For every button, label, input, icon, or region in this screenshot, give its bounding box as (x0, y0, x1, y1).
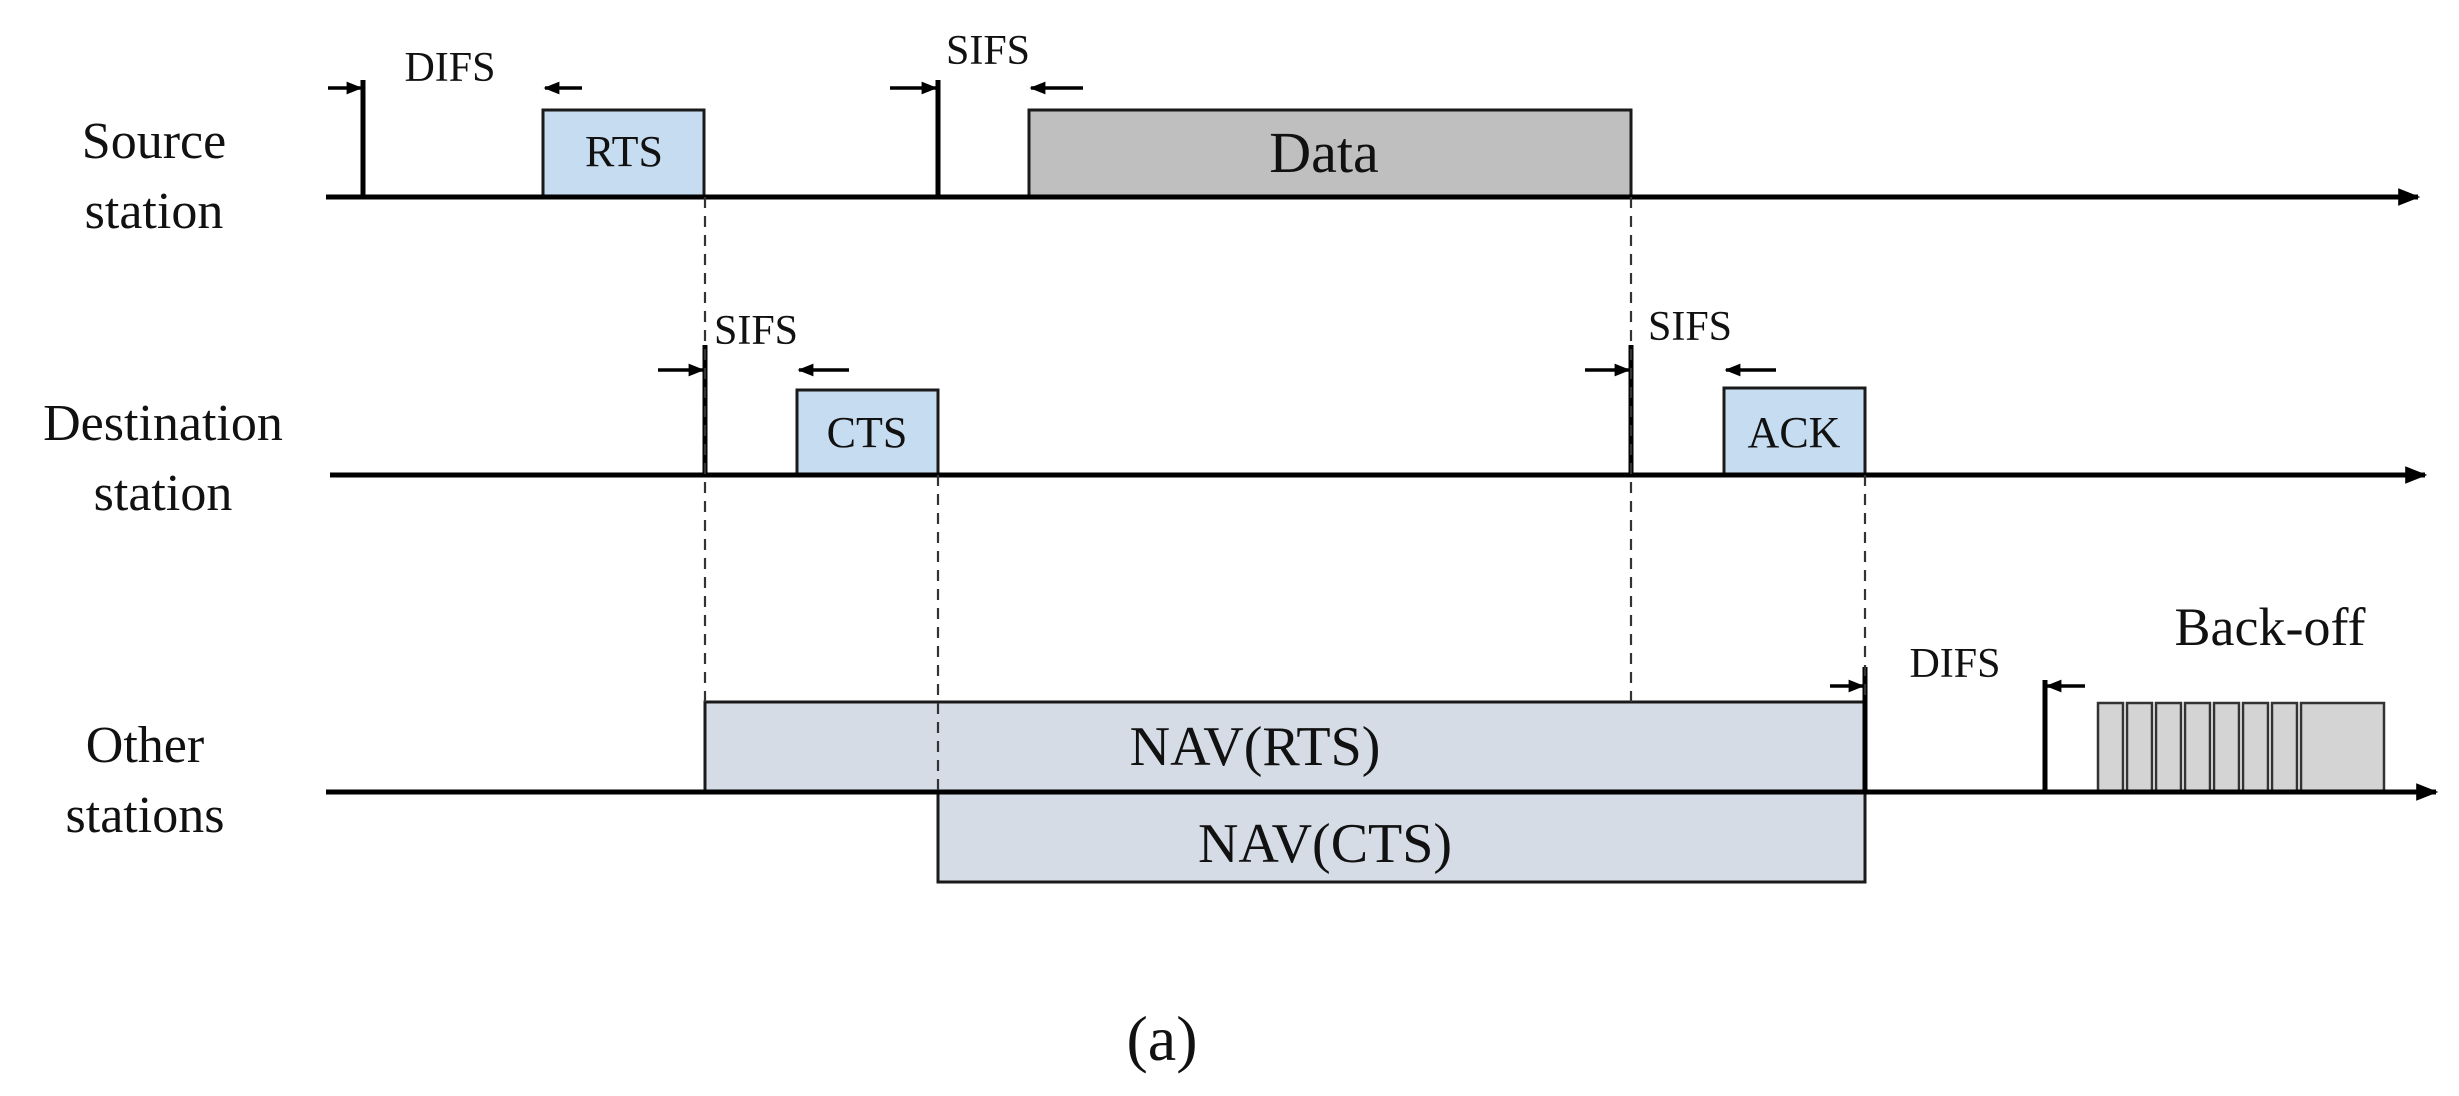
rts-frame (541, 108, 706, 199)
backoff-slot (2183, 701, 2212, 793)
sifs-cts-label: SIFS (714, 308, 798, 354)
sifs-source-label: SIFS (946, 28, 1030, 74)
source-station-label-line1: Source (82, 113, 226, 170)
cts-frame-label: CTS (827, 408, 908, 457)
nav-cts-bar (936, 789, 1867, 884)
figure-caption: (a) (1126, 1003, 1197, 1074)
rts-frame-label: RTS (585, 127, 663, 176)
backoff-label: Back-off (2175, 597, 2366, 657)
backoff-slot (2125, 701, 2154, 793)
difs-source-label: DIFS (404, 45, 495, 91)
difs-other-label: DIFS (1909, 641, 2000, 687)
ack-frame (1722, 386, 1867, 477)
source-station-label-line2: station (85, 183, 224, 240)
other-stations-label-line2: stations (66, 787, 225, 844)
backoff-slot (2241, 701, 2270, 793)
backoff-slot (2299, 701, 2386, 793)
nav-rts-label: NAV(RTS) (1130, 716, 1381, 778)
data-frame (1027, 108, 1633, 199)
data-frame-label: Data (1269, 120, 1379, 185)
backoff-slot (2212, 701, 2241, 793)
backoff-slot (2096, 701, 2125, 793)
destination-station-label-line2: station (94, 465, 233, 522)
backoff-slot (2270, 701, 2299, 793)
nav-cts-label: NAV(CTS) (1198, 813, 1452, 875)
sifs-ack-label: SIFS (1648, 304, 1732, 350)
backoff-slot (2154, 701, 2183, 793)
destination-station-label-line1: Destination (43, 395, 283, 452)
ack-frame-label: ACK (1748, 408, 1841, 457)
other-stations-label-line1: Other (86, 717, 204, 774)
backoff-slots (2096, 701, 2386, 793)
